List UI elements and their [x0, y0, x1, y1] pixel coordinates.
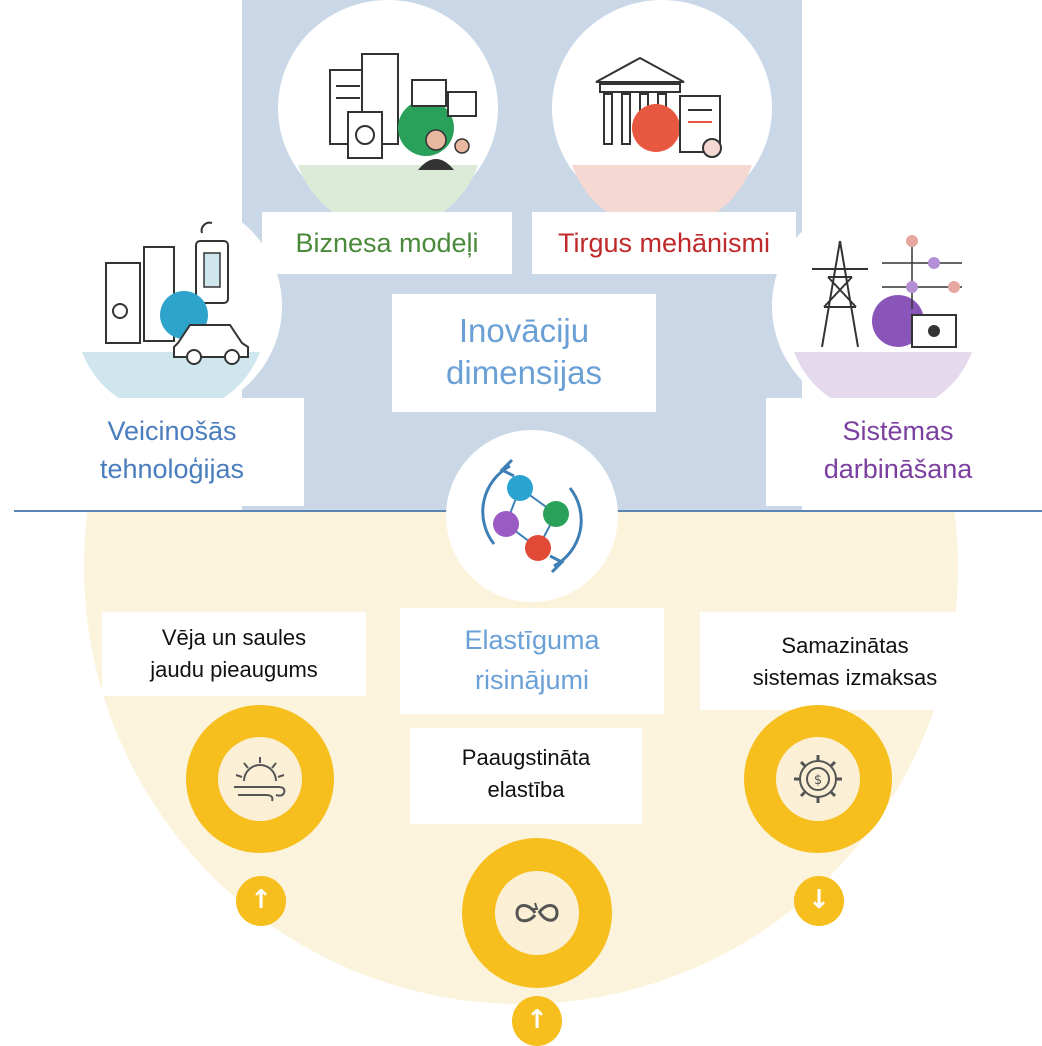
label-business-models: Biznesa modeļi: [262, 212, 512, 274]
sun-wind-icon: [234, 757, 286, 802]
renewables-outcome-circle: [186, 705, 334, 853]
cost-gear-icon: $: [794, 755, 842, 803]
costs-inner: $: [776, 737, 860, 821]
costs-trend-arrow: ↓: [794, 876, 844, 926]
svg-text:$: $: [814, 773, 822, 788]
label-innovation-dimensions: Inovāciju dimensijas: [392, 294, 656, 412]
system-operation-line2: darbināšana: [823, 454, 973, 484]
business-models-circle: [278, 0, 498, 230]
flexibility-loop-icon: [515, 902, 559, 923]
flexibility-title-line2: risinājumi: [474, 665, 590, 695]
enabling-tech-line2: tehnoloģijas: [99, 454, 245, 484]
label-system-operation: Sistēmas darbināšana: [766, 398, 1030, 506]
label-renewables-growth: Vēja un saules jaudu pieaugums: [102, 612, 366, 696]
flexibility-inner: [495, 871, 579, 955]
business-documents-meeting-icon: [298, 53, 478, 230]
arrow-up-icon: ↑: [526, 1005, 548, 1035]
center-cycle-circle: [446, 430, 618, 602]
grid-tower-network-icon: [794, 235, 972, 414]
flexibility-outcome-line2: elastība: [487, 777, 565, 802]
innovation-title-line2: dimensijas: [446, 354, 602, 391]
market-mechanisms-circle: [552, 0, 772, 230]
system-operation-circle: [772, 197, 994, 415]
renewables-line2: jaudu pieaugums: [150, 657, 318, 682]
costs-outcome-circle: $: [744, 705, 892, 853]
innovation-title-line1: Inovāciju: [458, 312, 590, 349]
circular-cycle-icon: [481, 458, 583, 574]
business-models-text: Biznesa modeļi: [295, 228, 479, 258]
renewables-line1: Vēja un saules: [161, 625, 307, 650]
renewables-inner: [218, 737, 302, 821]
costs-line2: sistemas izmaksas: [752, 665, 938, 690]
label-flexibility-solutions: Elastīguma risinājumi: [400, 608, 664, 714]
enabling-tech-line1: Veicinošās: [107, 416, 237, 446]
arrow-up-icon: ↑: [250, 885, 272, 915]
arrow-down-icon: ↓: [808, 885, 830, 915]
label-market-mechanisms: Tirgus mehānismi: [532, 212, 796, 274]
flexibility-title-line1: Elastīguma: [464, 625, 600, 655]
label-enabling-technologies: Veicinošās tehnoloģijas: [40, 398, 304, 506]
costs-line1: Samazinātas: [781, 633, 909, 658]
enabling-technologies-circle: [60, 197, 282, 415]
label-reduced-costs: Samazinātas sistemas izmaksas: [700, 612, 990, 710]
market-institution-contract-icon: [572, 56, 752, 230]
flexibility-trend-arrow: ↑: [512, 996, 562, 1046]
technology-battery-car-icon: [82, 221, 260, 414]
flexibility-outcome-circle: [462, 838, 612, 988]
label-increased-flexibility: Paaugstināta elastība: [410, 728, 642, 824]
market-mechanisms-text: Tirgus mehānismi: [557, 228, 771, 258]
renewables-trend-arrow: ↑: [236, 876, 286, 926]
system-operation-line1: Sistēmas: [842, 416, 954, 446]
flexibility-outcome-line1: Paaugstināta: [461, 745, 591, 770]
